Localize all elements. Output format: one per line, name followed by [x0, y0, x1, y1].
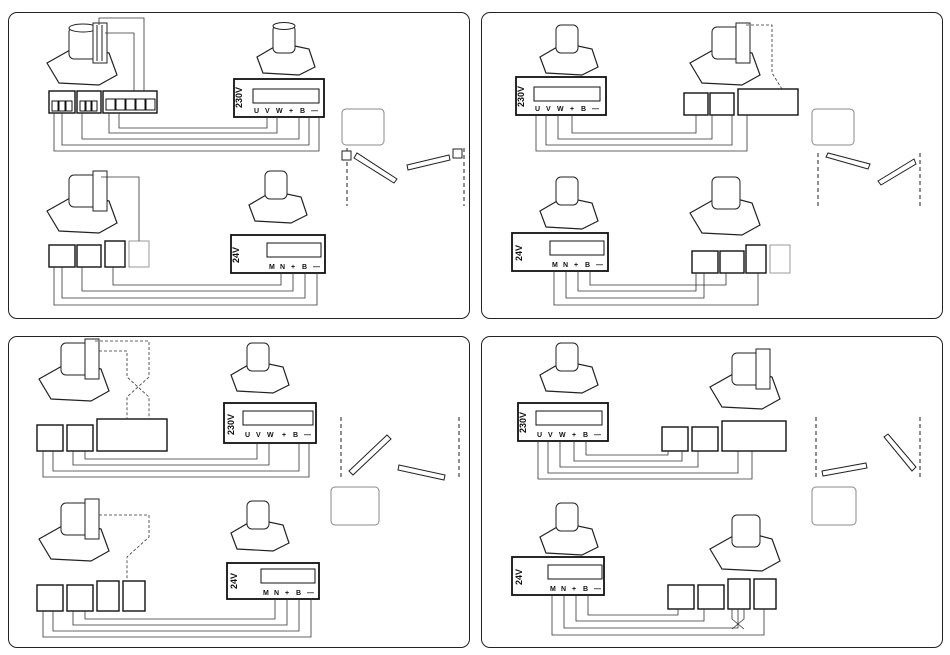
gate-motor-icon	[710, 515, 780, 571]
gate-motor-icon	[39, 499, 109, 561]
svg-text:—: —	[596, 262, 603, 269]
wiring-diagram-top-left: 230V U V W + B —	[9, 13, 471, 320]
gate-motor-icon	[710, 349, 780, 409]
svg-text:—: —	[594, 432, 601, 439]
terminal-block-motor	[684, 89, 798, 115]
terminal-block-motor	[692, 245, 790, 273]
svg-text:—: —	[311, 108, 318, 115]
svg-text:W: W	[267, 432, 274, 439]
svg-text:U: U	[254, 108, 259, 115]
terminal-block-motor	[37, 581, 145, 611]
svg-text:W: W	[276, 108, 283, 115]
diagram-panel-top-right: 230V U V W + B —	[481, 12, 943, 319]
svg-text:M: M	[552, 262, 558, 269]
svg-text:+: +	[574, 262, 578, 269]
svg-text:+: +	[289, 108, 293, 115]
gate-motor-icon	[690, 177, 760, 235]
svg-text:V: V	[546, 106, 551, 113]
svg-text:B: B	[583, 432, 588, 439]
wiring-diagram-bottom-left: 230V U V W + B —	[9, 337, 471, 649]
svg-text:M: M	[550, 586, 556, 593]
control-board-24v: 24V M N + B —	[231, 235, 325, 273]
gate-installation-sketch	[812, 109, 920, 206]
svg-text:M: M	[263, 590, 269, 597]
supply-label: 24V	[514, 245, 524, 261]
svg-text:W: W	[557, 106, 564, 113]
gate-motor-icon	[231, 501, 289, 551]
control-board-230v: 230V U V W + B —	[518, 403, 608, 441]
svg-text:B: B	[293, 432, 298, 439]
terminal-block-motor	[662, 421, 786, 451]
svg-text:B: B	[302, 264, 307, 271]
gate-motor-icon	[47, 171, 117, 233]
gate-motor-icon	[690, 23, 760, 85]
supply-label: 230V	[518, 412, 528, 433]
svg-text:+: +	[570, 106, 574, 113]
diagram-panel-bottom-left: 230V U V W + B —	[8, 336, 470, 648]
gate-motor-icon	[540, 25, 598, 75]
svg-text:U: U	[535, 106, 540, 113]
svg-text:N: N	[280, 264, 285, 271]
gate-motor-icon	[249, 171, 307, 223]
gate-motor-icon	[257, 23, 315, 76]
svg-text:—: —	[313, 264, 320, 271]
control-board-230v: 230V U V W + B —	[234, 79, 324, 117]
svg-text:N: N	[563, 262, 568, 269]
wiring	[538, 441, 752, 479]
supply-label: 24V	[514, 569, 524, 585]
svg-text:V: V	[548, 432, 553, 439]
svg-text:B: B	[296, 590, 301, 597]
svg-text:V: V	[265, 108, 270, 115]
svg-text:N: N	[274, 590, 279, 597]
control-board-230v: 230V U V W + B —	[224, 403, 316, 443]
svg-text:N: N	[561, 586, 566, 593]
diagram-panel-top-left: 230V U V W + B —	[8, 12, 470, 319]
control-board-24v: 24V M N + B —	[512, 557, 604, 595]
svg-text:+: +	[291, 264, 295, 271]
svg-text:B: B	[585, 262, 590, 269]
svg-text:—: —	[594, 586, 601, 593]
svg-text:B: B	[581, 106, 586, 113]
terminal-block-motor	[49, 91, 157, 113]
svg-text:U: U	[245, 432, 250, 439]
supply-label: 24V	[229, 573, 239, 589]
svg-text:—: —	[592, 106, 599, 113]
terminal-block-motor	[49, 241, 149, 267]
control-board-24v: 24V M N + B —	[227, 563, 319, 599]
svg-text:B: B	[300, 108, 305, 115]
svg-text:M: M	[269, 264, 275, 271]
terminal-block-motor	[37, 419, 167, 451]
gate-motor-icon	[540, 177, 598, 229]
supply-label: 230V	[516, 86, 526, 107]
supply-label: 24V	[231, 247, 241, 263]
wiring-diagram-bottom-right: 230V U V W + B —	[482, 337, 944, 649]
svg-text:+: +	[572, 432, 576, 439]
control-board-230v: 230V U V W + B —	[516, 77, 606, 115]
svg-text:+: +	[285, 590, 289, 597]
gate-motor-icon	[39, 339, 109, 401]
gate-installation-sketch	[812, 417, 920, 525]
gate-motor-icon	[540, 503, 598, 555]
svg-text:—: —	[304, 432, 311, 439]
svg-text:V: V	[256, 432, 261, 439]
svg-text:U: U	[537, 432, 542, 439]
gate-motor-icon	[231, 343, 289, 393]
diagram-panel-bottom-right: 230V U V W + B —	[481, 336, 943, 648]
supply-label: 230V	[234, 87, 244, 108]
control-board-24v: 24V M N + B —	[512, 233, 608, 271]
terminal-block-motor	[668, 579, 776, 609]
gate-motor-icon	[540, 343, 598, 393]
svg-text:+: +	[572, 586, 576, 593]
wiring	[554, 271, 758, 305]
gate-motor-icon	[47, 23, 117, 85]
svg-text:W: W	[559, 432, 566, 439]
gate-installation-sketch	[342, 109, 464, 206]
gate-installation-sketch	[331, 417, 459, 525]
supply-label: 230V	[226, 414, 236, 435]
svg-text:—: —	[307, 590, 314, 597]
svg-text:+: +	[282, 432, 286, 439]
svg-text:B: B	[583, 586, 588, 593]
wiring-diagram-top-right: 230V U V W + B —	[482, 13, 944, 320]
